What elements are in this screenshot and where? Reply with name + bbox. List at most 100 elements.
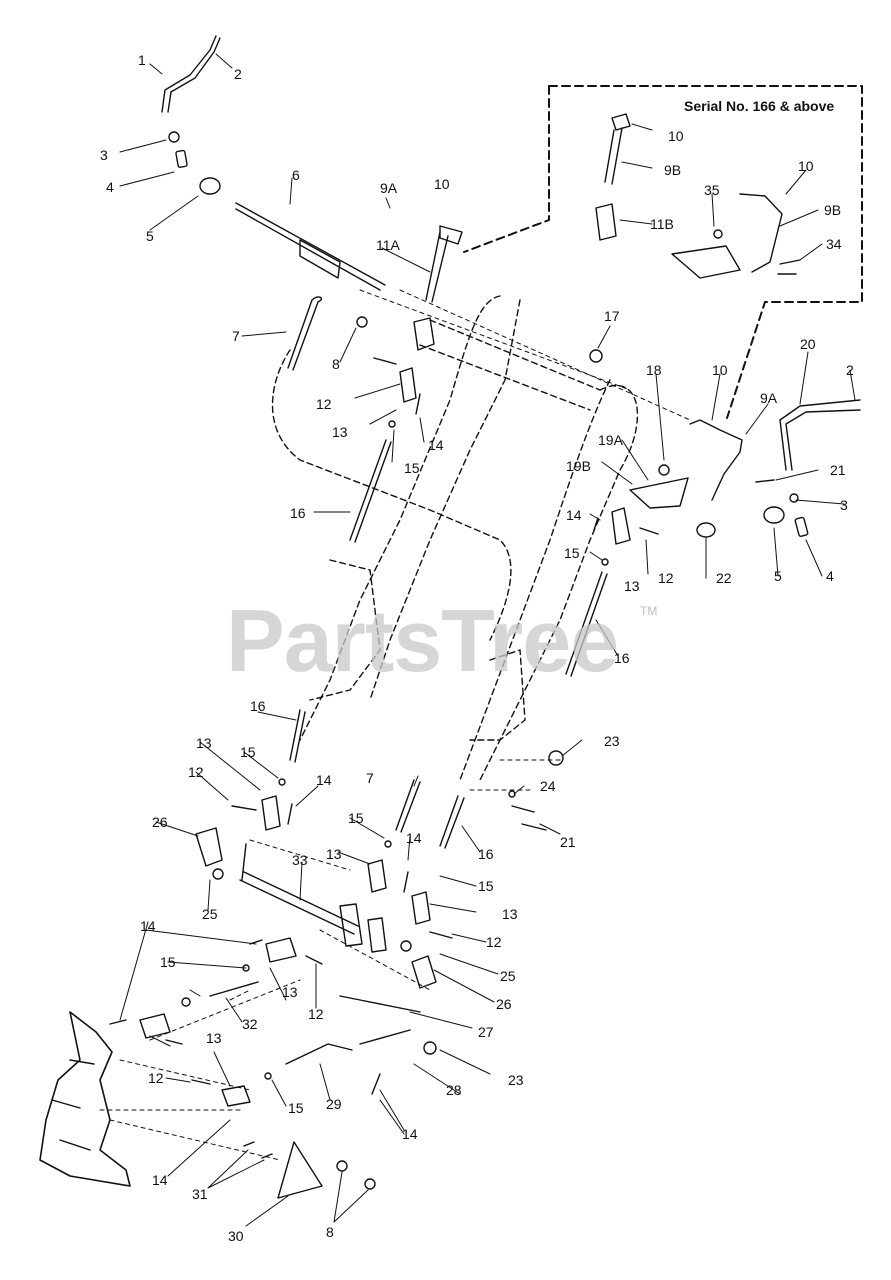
callout-label: 15 [288, 1100, 304, 1116]
bushing-5 [199, 177, 221, 195]
shaft-6 [235, 202, 386, 291]
spacer-4r [794, 516, 809, 537]
callout-label: 35 [704, 182, 720, 198]
nut-17 [589, 349, 603, 363]
inset-caption: Serial No. 166 & above [684, 98, 835, 114]
callout-label: 24 [540, 778, 556, 794]
bolt-12l2 [165, 1039, 183, 1045]
lever-20 [779, 399, 861, 471]
watermark: PartsTree [226, 591, 619, 690]
pivot-26 [195, 827, 223, 867]
callout-label: 34 [826, 236, 842, 252]
watermark-trademark: TM [640, 604, 658, 618]
lever-2 [167, 37, 221, 113]
washer-15m [278, 778, 286, 786]
callout-label: 11A [376, 237, 400, 253]
callout-label: 9B [824, 202, 842, 218]
shaft-6-plate [299, 239, 341, 279]
handle-frame-left [299, 295, 501, 741]
callout-label: 33 [292, 852, 308, 868]
clevis-13l2 [139, 1013, 171, 1039]
clevis-13r [611, 507, 631, 545]
bolt-12m [231, 805, 257, 811]
callout-label: 10 [434, 176, 450, 192]
bushing-3 [168, 131, 180, 143]
callout-label: 21 [560, 834, 576, 850]
callout-label: 25 [500, 968, 516, 984]
callout-label: 14 [428, 437, 444, 453]
callout-label: 3 [100, 147, 108, 163]
bushing-3r [789, 493, 799, 503]
callout-label: 30 [228, 1228, 244, 1244]
callout-label: 14 [406, 830, 422, 846]
handle-frame-left-inner [369, 299, 521, 701]
washer-15r [601, 558, 609, 566]
screw-21r [755, 479, 775, 483]
callout-label: 15 [478, 878, 494, 894]
callout-label: 12 [148, 1070, 164, 1086]
callout-label: 3 [840, 497, 848, 513]
nut-23d [423, 1041, 437, 1055]
bracket-33 [339, 903, 387, 953]
callout-label: 13 [206, 1030, 222, 1046]
bolt-12l3 [191, 1079, 211, 1085]
callout-label: 16 [478, 846, 494, 862]
callout-label: 4 [826, 568, 834, 584]
bolt-12r [639, 527, 659, 535]
callout-label: 22 [716, 570, 732, 586]
lever-10r [689, 419, 743, 501]
callout-label: 27 [478, 1024, 494, 1040]
nut-25d [400, 940, 412, 952]
callout-label: 14 [140, 918, 156, 934]
callout-label: 15 [240, 744, 256, 760]
callout-label: 15 [348, 810, 364, 826]
callout-label: 29 [326, 1096, 342, 1112]
clevis-13l [265, 937, 297, 963]
washer-15 [388, 420, 396, 428]
callout-label: 12 [308, 1006, 324, 1022]
spring-32 [209, 981, 259, 997]
callout-label: 15 [404, 460, 420, 476]
rod-7 [287, 296, 322, 371]
callout-label: 13 [282, 984, 298, 1000]
callout-label: 12 [658, 570, 674, 586]
lever-9a [425, 231, 449, 303]
rod-16 [349, 439, 392, 543]
callout-label: 9B [664, 162, 682, 178]
rod-16m [289, 709, 306, 763]
screw-21m [511, 805, 547, 831]
callout-label: 12 [316, 396, 332, 412]
shaft-33 [239, 843, 359, 935]
handle-frame-right-inner [459, 379, 611, 781]
screws-31 [243, 1141, 273, 1159]
callout-label: 14 [316, 772, 332, 788]
callout-label: 9A [380, 180, 398, 196]
nut-8 [356, 316, 368, 328]
dash-lines-lower [99, 759, 561, 1161]
bushing-22 [696, 522, 716, 538]
inset-plate [671, 245, 741, 279]
pin-14r [593, 517, 599, 531]
callout-label: 26 [496, 996, 512, 1012]
mid-bracket-right [469, 649, 526, 741]
callout-label: 10 [712, 362, 728, 378]
auger-housing-detail [51, 1059, 95, 1151]
nut-8l2 [364, 1178, 376, 1190]
inset-clevis-11b [595, 203, 617, 241]
inset-border [463, 85, 863, 419]
callout-label: 16 [290, 505, 306, 521]
washer-15c [384, 840, 392, 848]
callout-label: 6 [292, 167, 300, 183]
callout-label: 4 [106, 179, 114, 195]
callout-label: 25 [202, 906, 218, 922]
washer-15l2 [264, 1072, 272, 1080]
leader-lines [119, 53, 856, 1227]
pin-14d [371, 1073, 381, 1095]
callout-label: 18 [646, 362, 662, 378]
callout-label: 14 [402, 1126, 418, 1142]
clevis-13m [261, 795, 281, 831]
callout-label: 20 [800, 336, 816, 352]
auger-housing [39, 1011, 131, 1187]
bail-30 [277, 1141, 323, 1199]
